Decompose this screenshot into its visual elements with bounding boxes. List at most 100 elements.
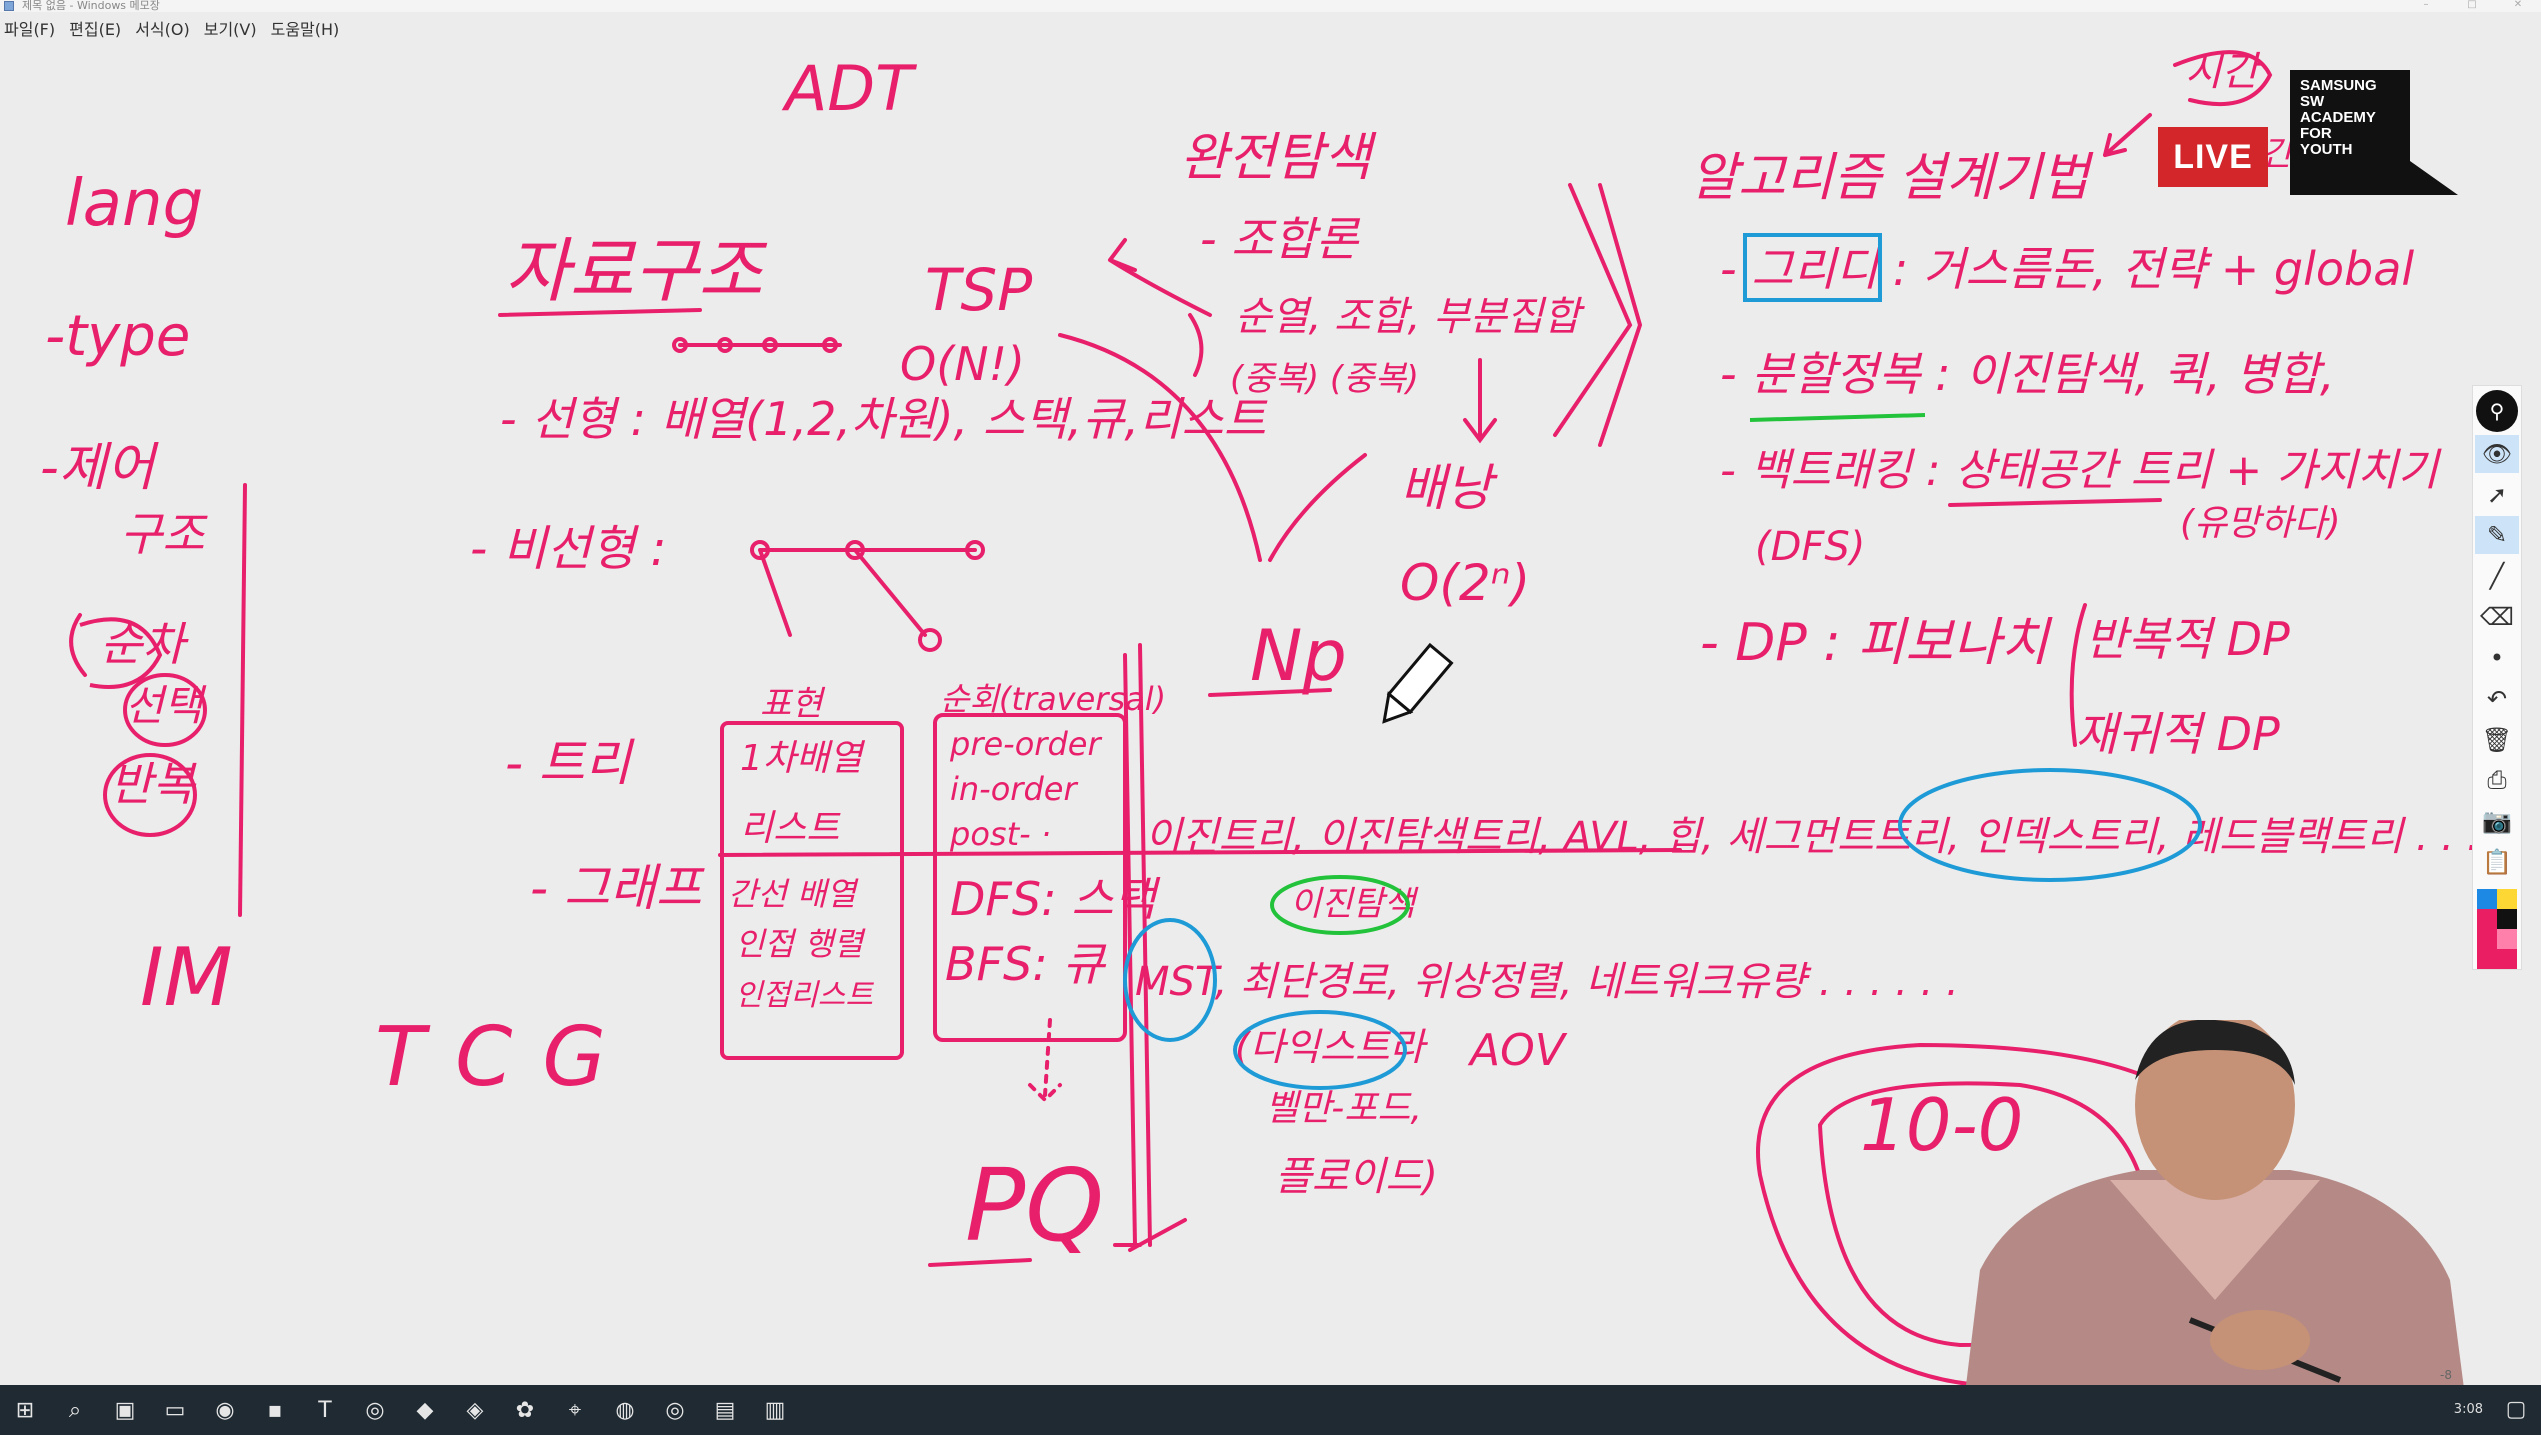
note-repr-graph-0: 간선 배열 [728, 875, 858, 913]
left-circle-1 [79, 617, 163, 689]
color-yellow-swatch[interactable] [2497, 888, 2517, 909]
color-pink-swatch-4[interactable] [2497, 948, 2517, 969]
note-trav-bfs: BFS: 큐 [945, 937, 1106, 991]
note-sequence: 순차 [100, 617, 189, 671]
repr-box [720, 721, 904, 1060]
pq-underline [928, 1258, 1032, 1267]
git-icon[interactable]: ◈ [466, 1397, 484, 1423]
app-icon-2[interactable]: ◉ [215, 1397, 235, 1423]
note-bf-title: 완전탐색 [1180, 128, 1377, 188]
note-repr-graph-1: 인접 행렬 [735, 925, 866, 963]
camera-icon[interactable]: 📷 [2482, 807, 2512, 836]
badge-line-3: ACADEMY [2300, 109, 2376, 126]
vscode-icon[interactable]: ◆ [416, 1397, 434, 1423]
ds-divider-vertical-1 [1138, 643, 1152, 1247]
notification-icon[interactable]: ▢ [2505, 1397, 2527, 1422]
clipboard-icon[interactable]: 📋 [2482, 848, 2512, 876]
note-bf-items: 순열, 조합, 부분집합 [1235, 294, 1585, 340]
note-linear: - 선형 : 배열(1,2,차원), 스택,큐,리스트 [500, 392, 1268, 446]
rb-tree-circle [1898, 768, 2202, 882]
file-explorer-icon[interactable]: ▤ [714, 1397, 736, 1423]
note-type: -type [45, 304, 190, 369]
chrome-icon[interactable]: ◎ [365, 1397, 385, 1423]
note-control: -제어 [40, 438, 160, 498]
color-black-swatch[interactable] [2497, 908, 2517, 929]
taskbar: ⊞ ⌕ ▣ ▭ ◉ ▪ T ◎ ◆ ◈ ✿ ⌖ ◍ ◎ ▤ ▥ 3:08 ▢ [0, 1385, 2541, 1435]
time-arrow [2103, 113, 2152, 157]
note-im: IM [140, 931, 233, 1024]
notepad-icon[interactable]: ▥ [764, 1397, 786, 1423]
highlighter-icon[interactable]: ✎ [2475, 516, 2519, 555]
note-tsp-order: O(N!) [900, 337, 1025, 391]
search-icon[interactable]: ⌕ [68, 1397, 82, 1423]
color-blue-swatch[interactable] [2477, 888, 2497, 909]
chrome-icon-2[interactable]: ◎ [665, 1397, 685, 1423]
menu-edit[interactable]: 편집(E) [69, 20, 122, 39]
big-chevron-2 [1598, 183, 1643, 447]
note-backtracking-sub: (DFS) [1755, 524, 1865, 570]
maps-icon[interactable]: ⌖ [568, 1397, 582, 1423]
task-view-icon[interactable]: ▣ [114, 1397, 136, 1423]
ds-node-3 [762, 337, 778, 353]
note-graph-extra-1: AOV [1467, 1025, 1568, 1076]
pq-arrow-down [1028, 1018, 1062, 1103]
window-title-bar: 제목 없음 - Windows 메모장 – □ ✕ [0, 0, 2541, 12]
menu-view[interactable]: 보기(V) [203, 20, 257, 39]
eye-icon[interactable]: 👁 [2475, 434, 2519, 473]
note-tree: - 트리 [505, 734, 635, 792]
note-knapsack-order: O(2ⁿ) [1400, 554, 1530, 612]
notepad-app-icon [4, 1, 14, 11]
nl-node-4 [918, 628, 942, 652]
note-structure: 구조 [120, 507, 208, 561]
print-icon[interactable]: ⎙ [2487, 766, 2507, 795]
menu-file[interactable]: 파일(F) [4, 20, 56, 39]
corner-counter: -8 [2440, 1368, 2452, 1382]
app-icon-3[interactable]: ✿ [515, 1397, 535, 1423]
window-controls: – □ ✕ [2403, 0, 2541, 12]
pointer-icon[interactable]: ➚ [2486, 480, 2508, 509]
minimize-icon[interactable]: – [2423, 0, 2429, 10]
maximize-icon[interactable]: □ [2467, 0, 2477, 10]
badge-line-4: FOR [2300, 125, 2332, 142]
whiteboard-canvas[interactable]: lang -type -제어 구조 순차 선택 반복 IM ADT TCG 자료… [0, 45, 2541, 1385]
menu-format[interactable]: 서식(O) [135, 20, 190, 39]
note-trav-pre: pre-order [949, 725, 1102, 763]
presenter-webcam [1960, 1020, 2470, 1435]
color-pink-swatch[interactable] [2477, 908, 2497, 929]
color-palette[interactable] [2477, 888, 2517, 969]
note-graph-extra-3: 플로이드) [1275, 1154, 1438, 1200]
app-icon-4[interactable]: ◍ [615, 1397, 635, 1423]
time-circle [2173, 50, 2273, 107]
note-dp-iter: 반복적 DP [2085, 612, 2290, 666]
system-clock[interactable]: 3:08 [2453, 1402, 2483, 1417]
note-adt: ADT [781, 52, 917, 125]
note-selection: 선택 [125, 681, 207, 730]
note-np: Np [1250, 615, 1347, 697]
color-pink-swatch-2[interactable] [2477, 928, 2497, 949]
tree-graph-divider [718, 848, 1682, 857]
undo-icon[interactable]: ↶ [2486, 684, 2508, 713]
logo-icon[interactable]: ⚲ [2476, 390, 2518, 432]
pen-icon[interactable]: ╱ [2489, 562, 2505, 591]
note-dp: - DP : 피보나치 [1700, 613, 2053, 673]
tsp-arrow [1108, 238, 1212, 317]
app-icon-1[interactable]: ▭ [164, 1397, 186, 1423]
color-lightpink-swatch[interactable] [2497, 928, 2517, 949]
note-dp-rec: 재귀적 DP [2075, 707, 2280, 761]
note-repr-tree-1: 리스트 [740, 808, 841, 849]
typora-icon[interactable]: T [318, 1397, 332, 1423]
note-ad-title: 알고리즘 설계기법 [1690, 148, 2094, 208]
eraser-icon[interactable]: ⌫ [2480, 603, 2514, 632]
pencil-cursor-icon [1382, 642, 1454, 724]
trash-icon[interactable]: 🗑 [2481, 725, 2513, 754]
menu-help[interactable]: 도움말(H) [270, 20, 340, 39]
selection-circle [123, 673, 207, 747]
greedy-box [1743, 233, 1882, 302]
windows-start-icon[interactable]: ⊞ [15, 1397, 35, 1423]
note-graph: - 그래프 [530, 859, 705, 917]
close-icon[interactable]: ✕ [2513, 0, 2523, 10]
color-pink-swatch-3[interactable] [2477, 948, 2497, 969]
nl-node-1 [750, 540, 770, 560]
pycharm-icon[interactable]: ▪ [267, 1397, 283, 1423]
dot-icon[interactable]: • [2489, 643, 2505, 672]
